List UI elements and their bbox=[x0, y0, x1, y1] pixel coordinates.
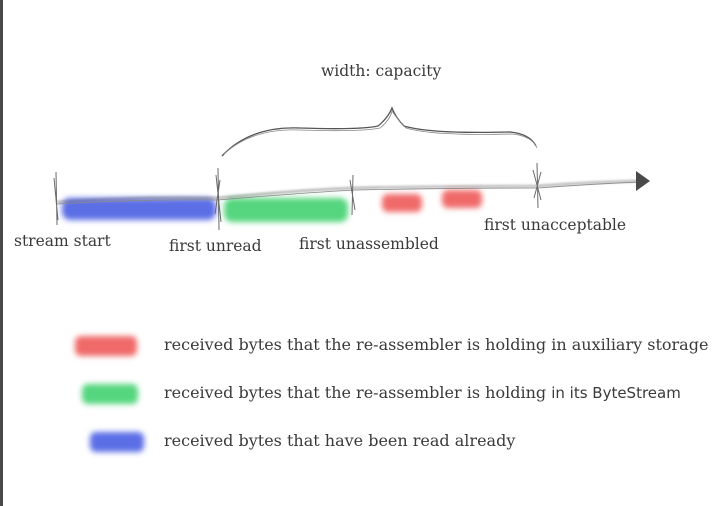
legend-swatch-read bbox=[90, 432, 144, 452]
stream-start-label: stream start bbox=[14, 232, 111, 250]
tick-first-unacceptable bbox=[532, 162, 542, 209]
legend-text-bytestream: received bytes that the re-assembler is … bbox=[164, 383, 681, 402]
legend-text-auxiliary: received bytes that the re-assembler is … bbox=[164, 335, 709, 354]
legend-text-read: received bytes that have been read alrea… bbox=[164, 431, 516, 450]
legend-swatch-bytestream bbox=[82, 384, 138, 404]
left-border bbox=[0, 0, 3, 506]
capacity-label: width: capacity bbox=[321, 62, 442, 80]
legend-swatch-auxiliary bbox=[75, 336, 137, 356]
first-unacceptable-label: first unacceptable bbox=[484, 216, 627, 234]
reassembled-bytes-region bbox=[224, 198, 348, 222]
stream-arrow-icon bbox=[636, 171, 650, 191]
capacity-brace bbox=[221, 106, 537, 157]
tick-marks bbox=[53, 162, 542, 231]
legend-text-bytestream-prefix: received bytes that the re-assembler is … bbox=[164, 383, 552, 402]
read-bytes-region bbox=[62, 198, 216, 220]
legend-text-bytestream-suffix: in its ByteStream bbox=[551, 384, 681, 402]
first-unassembled-label: first unassembled bbox=[299, 235, 439, 253]
auxiliary-bytes-region-1 bbox=[382, 194, 422, 212]
tick-first-unread bbox=[214, 167, 222, 231]
auxiliary-bytes-region-2 bbox=[442, 190, 482, 208]
tick-stream-start bbox=[53, 171, 59, 226]
tick-first-unassembled bbox=[349, 174, 356, 216]
first-unread-label: first unread bbox=[169, 237, 262, 255]
stream-line bbox=[56, 180, 641, 203]
